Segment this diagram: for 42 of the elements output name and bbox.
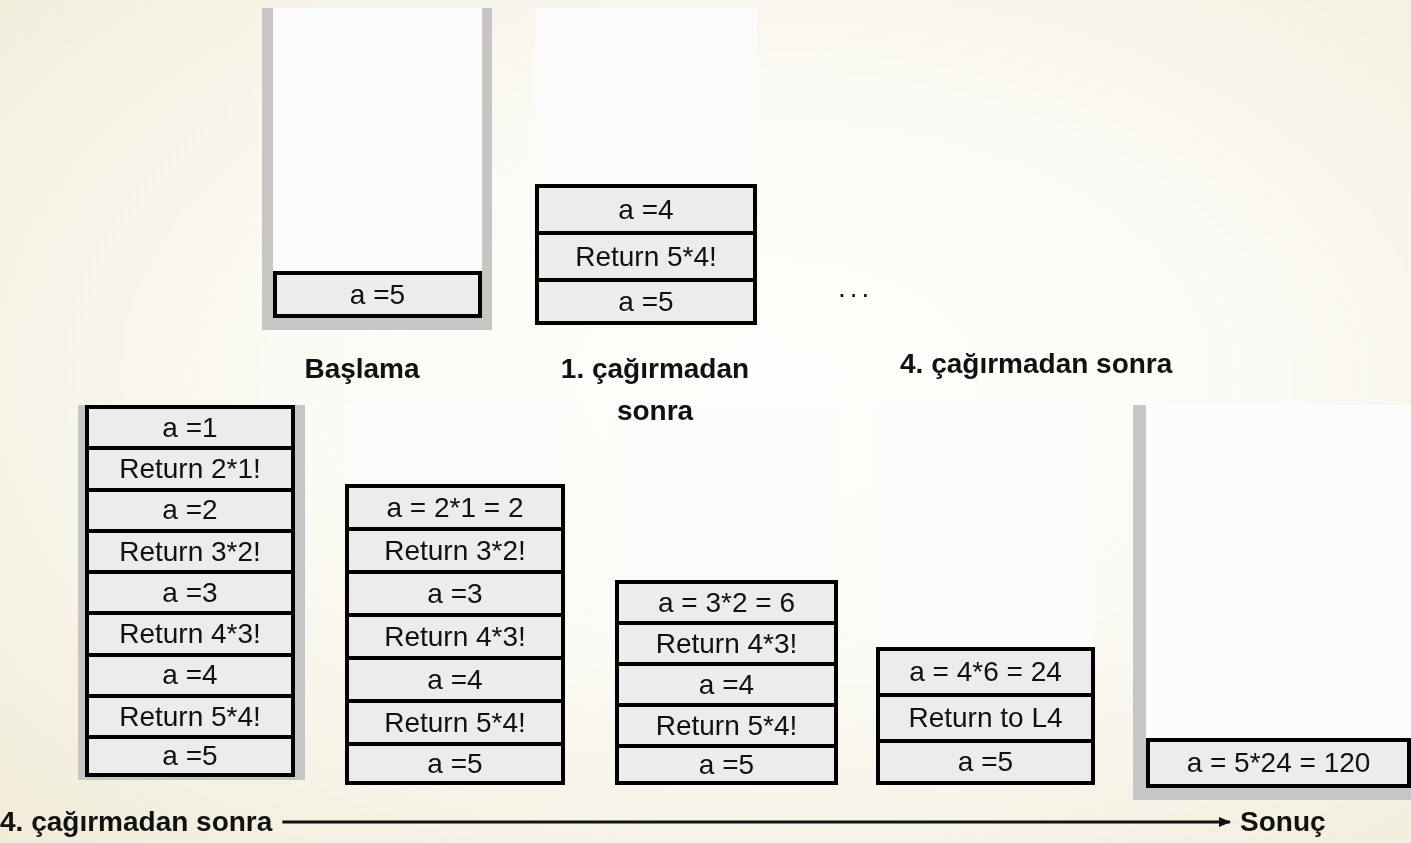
stack-container xyxy=(1133,405,1411,800)
stack-frame: a =4 xyxy=(535,184,757,231)
stack-frame: a =4 xyxy=(85,652,295,694)
stack-frame: Return 5*4! xyxy=(85,694,295,736)
stack-container xyxy=(78,405,305,780)
stack-frame: a = 4*6 = 24 xyxy=(876,647,1095,693)
stack-frame: a =3 xyxy=(345,570,565,613)
stack-frame: a =1 xyxy=(85,405,295,447)
stack-container xyxy=(535,8,757,325)
stack-frame: Return 5*4! xyxy=(345,699,565,742)
stack-frame: a = 5*24 = 120 xyxy=(1146,738,1411,788)
stack-frame: a =4 xyxy=(615,662,838,703)
stage-label: 4. çağırmadan sonra xyxy=(0,806,273,838)
stack-frame: a =2 xyxy=(85,487,295,529)
ellipsis: ... xyxy=(838,272,874,304)
stack-frame: a =5 xyxy=(345,742,565,785)
stack-frame: a =5 xyxy=(273,271,482,318)
stack-caption: 1. çağırmadan sonra xyxy=(559,352,751,428)
stack-container xyxy=(876,405,1095,785)
stack-frame: Return 3*2! xyxy=(85,528,295,571)
stack-frame: a = 3*2 = 6 xyxy=(615,580,838,621)
stack-frame: a =5 xyxy=(876,739,1095,785)
stack-frame: a =3 xyxy=(85,570,295,612)
stage-label: 4. çağırmadan sonra xyxy=(900,348,1173,380)
stack-frame: a =4 xyxy=(345,656,565,699)
stack-frame: Return to L4 xyxy=(876,693,1095,739)
stack-frame: a = 2*1 = 2 xyxy=(345,484,565,527)
stack-container xyxy=(262,8,492,330)
stack-frame: a =5 xyxy=(615,744,838,785)
arrow xyxy=(282,817,1231,827)
stack-frame: Return 4*3! xyxy=(345,613,565,656)
stage-label: Sonuç xyxy=(1240,806,1326,838)
stack-frame: a =5 xyxy=(85,735,295,777)
stack-frame: a =5 xyxy=(535,278,757,325)
stack-frame: Return 5*4! xyxy=(615,703,838,744)
stack-frame: Return 3*2! xyxy=(345,527,565,570)
stack-caption: Başlama xyxy=(303,352,421,386)
stack-container xyxy=(345,405,565,785)
stack-frame: Return 4*3! xyxy=(85,611,295,653)
stack-frame: Return 2*1! xyxy=(85,446,295,488)
stack-frame: Return 5*4! xyxy=(535,231,757,278)
stack-frame: Return 4*3! xyxy=(615,621,838,662)
